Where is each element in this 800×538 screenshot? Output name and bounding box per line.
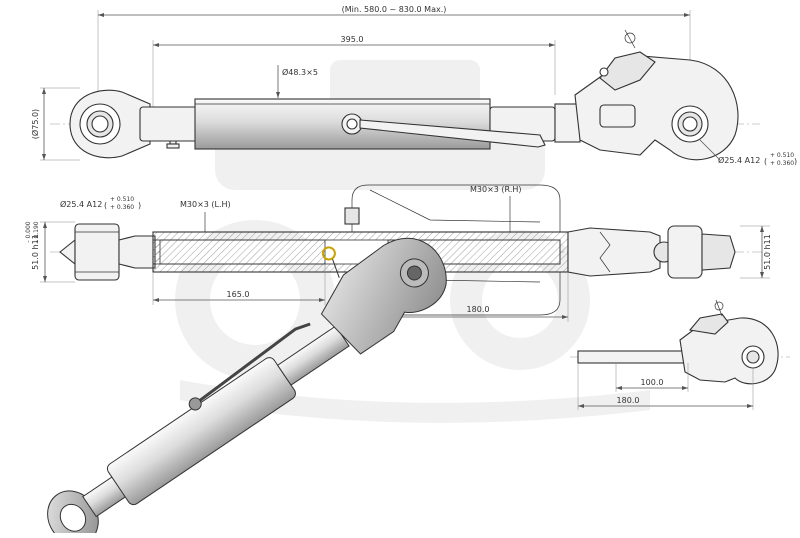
ball-bore-tol-lower: + 0.360	[110, 204, 134, 211]
main-tube	[194, 98, 491, 150]
ball-width-tol-lower: - 0.190	[33, 221, 40, 242]
hook-bore-tol-lower: + 0.360	[770, 160, 794, 167]
ball-end-side	[74, 223, 120, 281]
hook-bore-tol-upper: + 0.510	[770, 152, 794, 159]
hook-detail-view: 100.0 180.0	[570, 299, 790, 410]
top-view: (Min. 580.0 ~ 830.0 Max.) 395.0 Ø48.3×5 …	[30, 5, 797, 167]
left-threaded-rod	[152, 239, 326, 265]
svg-text:): )	[138, 201, 141, 210]
handle-wire-top	[351, 184, 561, 232]
hook-shank-length-label: 100.0	[641, 378, 664, 387]
hook-total-length-label: 180.0	[617, 396, 640, 405]
ball-width-tol-upper: - 0.000	[25, 221, 32, 242]
tube-length-label: 395.0	[341, 35, 364, 44]
thread-left-label: M30×3 (L.H)	[180, 200, 231, 209]
perspective-view	[47, 237, 447, 538]
thread-right-label: M30×3 (R.H)	[470, 185, 522, 194]
hook-side	[667, 225, 703, 279]
tube-diameter-label: Ø48.3×5	[282, 67, 318, 77]
left-thread-length-label: 165.0	[227, 290, 250, 299]
overall-length-label: (Min. 580.0 ~ 830.0 Max.)	[342, 5, 447, 14]
hook-bore-label: Ø25.4 A12	[718, 155, 760, 165]
right-thread-length-label: 180.0	[467, 305, 490, 314]
adjusting-handle	[359, 119, 546, 148]
ball-bore-label: Ø25.4 A12	[60, 199, 102, 209]
ball-width-label: 51.0 h11	[31, 234, 40, 270]
svg-text:(: (	[104, 201, 107, 210]
ball-bore-tol-upper: + 0.510	[110, 196, 134, 203]
ball-diameter-label: (Ø75.0)	[30, 109, 40, 139]
section-view: Ø25.4 A12 ( + 0.510 + 0.360 ) M30×3 (L.H…	[25, 184, 772, 322]
svg-text:): )	[794, 157, 797, 166]
hook-bore-paren: (	[764, 157, 767, 166]
quick-hitch-hook	[554, 29, 739, 161]
hook-shank	[577, 350, 689, 364]
hook-width-label: 51.0 h11	[763, 234, 772, 270]
